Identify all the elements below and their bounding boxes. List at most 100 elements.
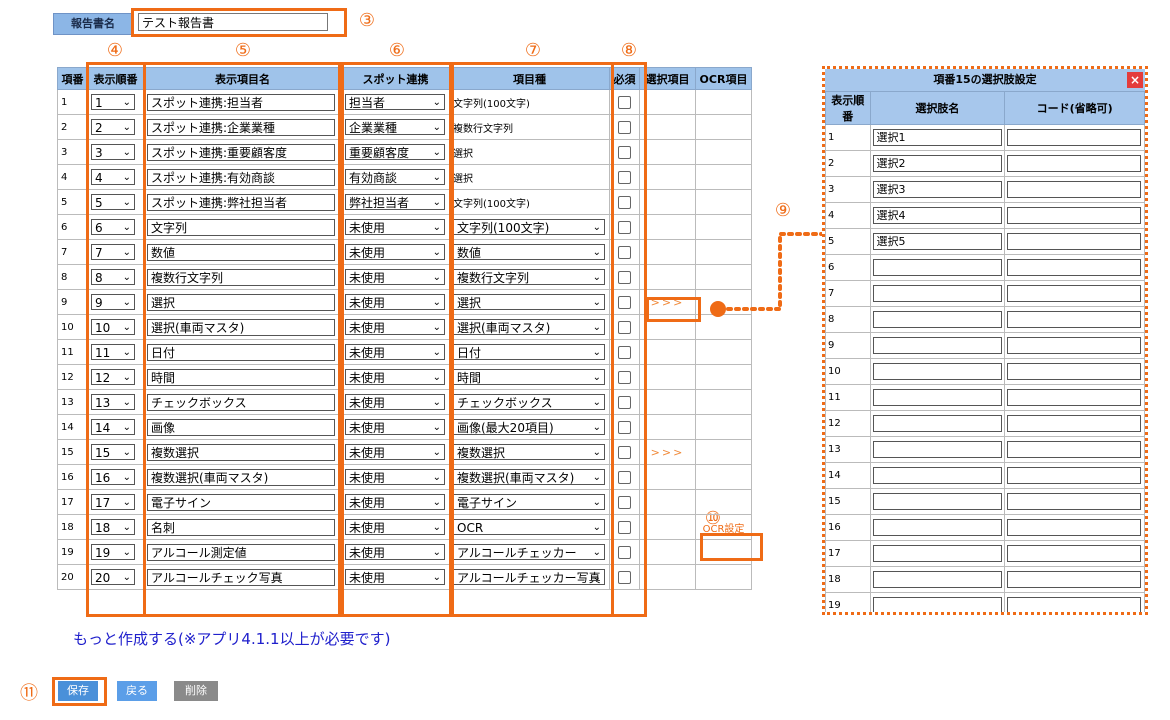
option-code-input[interactable] — [1007, 155, 1142, 172]
option-name-input[interactable]: 選択3 — [872, 181, 1002, 198]
order-select[interactable]: 10⌄ — [91, 319, 135, 335]
required-checkbox[interactable] — [618, 545, 631, 559]
option-code-input[interactable] — [1007, 389, 1142, 406]
option-name-input[interactable] — [872, 311, 1002, 328]
item-name-input[interactable]: 画像 — [147, 418, 335, 436]
item-name-input[interactable]: 電子サイン — [147, 493, 335, 511]
order-select[interactable]: 16⌄ — [91, 469, 135, 485]
type-select[interactable]: 画像(最大20項目)⌄ — [453, 419, 605, 435]
option-code-input[interactable] — [1007, 571, 1142, 588]
required-checkbox[interactable] — [618, 495, 631, 509]
order-select[interactable]: 18⌄ — [91, 519, 135, 535]
required-checkbox[interactable] — [618, 170, 631, 184]
type-select[interactable]: 電子サイン⌄ — [453, 494, 605, 510]
spot-select[interactable]: 未使用⌄ — [345, 269, 445, 285]
item-name-input[interactable]: 選択(車両マスタ) — [147, 318, 335, 336]
spot-select[interactable]: 有効商談⌄ — [345, 169, 445, 185]
spot-select[interactable]: 未使用⌄ — [345, 469, 445, 485]
item-name-input[interactable]: 選択 — [147, 293, 335, 311]
order-select[interactable]: 13⌄ — [91, 394, 135, 410]
type-select[interactable]: 複数行文字列⌄ — [453, 269, 605, 285]
required-checkbox[interactable] — [618, 345, 631, 359]
item-name-input[interactable]: スポット連携:担当者 — [147, 93, 335, 111]
order-select[interactable]: 8⌄ — [91, 269, 135, 285]
item-name-input[interactable]: 時間 — [147, 368, 335, 386]
item-name-input[interactable]: スポット連携:重要顧客度 — [147, 143, 335, 161]
option-name-input[interactable]: 選択2 — [872, 155, 1002, 172]
spot-select[interactable]: 未使用⌄ — [345, 494, 445, 510]
required-checkbox[interactable] — [618, 220, 631, 234]
order-select[interactable]: 1⌄ — [91, 94, 135, 110]
type-select[interactable]: OCR⌄ — [453, 519, 605, 535]
item-name-input[interactable]: アルコールチェック写真 — [147, 568, 335, 586]
required-checkbox[interactable] — [618, 395, 631, 409]
spot-select[interactable]: 未使用⌄ — [345, 219, 445, 235]
order-select[interactable]: 17⌄ — [91, 494, 135, 510]
required-checkbox[interactable] — [618, 95, 631, 109]
order-select[interactable]: 9⌄ — [91, 294, 135, 310]
required-checkbox[interactable] — [618, 270, 631, 284]
item-name-input[interactable]: 数値 — [147, 243, 335, 261]
type-select[interactable]: 選択(車両マスタ)⌄ — [453, 319, 605, 335]
order-select[interactable]: 6⌄ — [91, 219, 135, 235]
order-select[interactable]: 5⌄ — [91, 194, 135, 210]
order-select[interactable]: 11⌄ — [91, 344, 135, 360]
required-checkbox[interactable] — [618, 445, 631, 459]
required-checkbox[interactable] — [618, 145, 631, 159]
option-code-input[interactable] — [1007, 363, 1142, 380]
option-name-input[interactable] — [872, 285, 1002, 302]
order-select[interactable]: 14⌄ — [91, 419, 135, 435]
option-code-input[interactable] — [1007, 493, 1142, 510]
spot-select[interactable]: 未使用⌄ — [345, 294, 445, 310]
option-name-input[interactable] — [872, 571, 1002, 588]
required-checkbox[interactable] — [618, 420, 631, 434]
spot-select[interactable]: 弊社担当者⌄ — [345, 194, 445, 210]
spot-select[interactable]: 担当者⌄ — [345, 94, 445, 110]
spot-select[interactable]: 未使用⌄ — [345, 569, 445, 585]
option-code-input[interactable] — [1007, 311, 1142, 328]
option-code-input[interactable] — [1007, 597, 1142, 612]
option-name-input[interactable]: 選択5 — [872, 233, 1002, 250]
option-code-input[interactable] — [1007, 415, 1142, 432]
option-name-input[interactable] — [872, 597, 1002, 612]
item-name-input[interactable]: 複数選択(車両マスタ) — [147, 468, 335, 486]
type-select[interactable]: 選択⌄ — [453, 294, 605, 310]
item-name-input[interactable]: 日付 — [147, 343, 335, 361]
spot-select[interactable]: 企業業種⌄ — [345, 119, 445, 135]
order-select[interactable]: 19⌄ — [91, 544, 135, 560]
option-name-input[interactable] — [872, 363, 1002, 380]
spot-select[interactable]: 未使用⌄ — [345, 544, 445, 560]
item-name-input[interactable]: チェックボックス — [147, 393, 335, 411]
type-select[interactable]: アルコールチェッカー⌄ — [453, 544, 605, 560]
item-name-input[interactable]: 名刺 — [147, 518, 335, 536]
spot-select[interactable]: 未使用⌄ — [345, 319, 445, 335]
order-select[interactable]: 4⌄ — [91, 169, 135, 185]
order-select[interactable]: 3⌄ — [91, 144, 135, 160]
option-code-input[interactable] — [1007, 181, 1142, 198]
option-code-input[interactable] — [1007, 467, 1142, 484]
create-more-link[interactable]: もっと作成する(※アプリ4.1.1以上が必要です) — [73, 630, 391, 648]
option-code-input[interactable] — [1007, 519, 1142, 536]
item-name-input[interactable]: 複数行文字列 — [147, 268, 335, 286]
required-checkbox[interactable] — [618, 370, 631, 384]
order-select[interactable]: 2⌄ — [91, 119, 135, 135]
spot-select[interactable]: 未使用⌄ — [345, 444, 445, 460]
type-select[interactable]: 複数選択⌄ — [453, 444, 605, 460]
item-name-input[interactable]: スポット連携:有効商談 — [147, 168, 335, 186]
option-name-input[interactable] — [872, 337, 1002, 354]
spot-select[interactable]: 未使用⌄ — [345, 394, 445, 410]
required-checkbox[interactable] — [618, 245, 631, 259]
type-select[interactable]: 時間⌄ — [453, 369, 605, 385]
required-checkbox[interactable] — [618, 295, 631, 309]
item-name-input[interactable]: 複数選択 — [147, 443, 335, 461]
option-name-input[interactable]: 選択4 — [872, 207, 1002, 224]
required-checkbox[interactable] — [618, 120, 631, 134]
order-select[interactable]: 20⌄ — [91, 569, 135, 585]
ocr-settings-button[interactable]: OCR設定 — [702, 523, 745, 535]
item-name-input[interactable]: スポット連携:企業業種 — [147, 118, 335, 136]
item-name-input[interactable]: スポット連携:弊社担当者 — [147, 193, 335, 211]
spot-select[interactable]: 未使用⌄ — [345, 244, 445, 260]
type-select[interactable]: 複数選択(車両マスタ)⌄ — [453, 469, 605, 485]
type-select[interactable]: チェックボックス⌄ — [453, 394, 605, 410]
option-name-input[interactable] — [872, 441, 1002, 458]
